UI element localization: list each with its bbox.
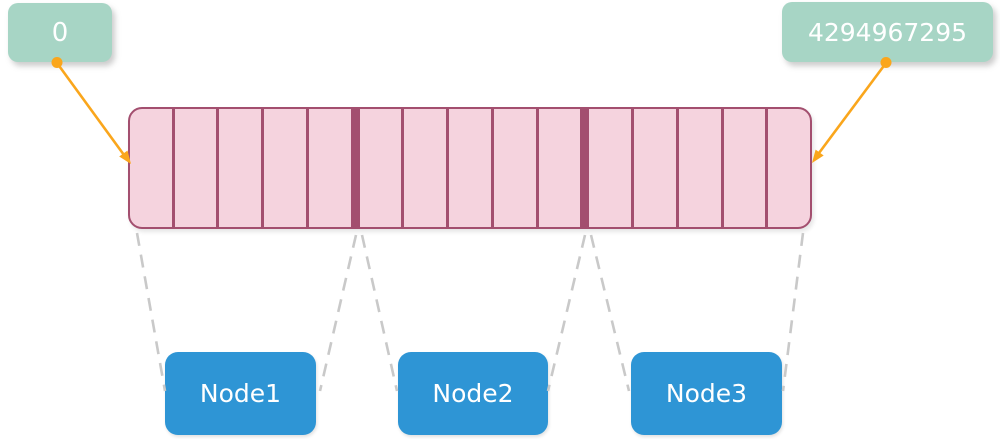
hash-slot bbox=[720, 109, 766, 227]
hash-slot bbox=[130, 109, 172, 227]
hash-slot bbox=[401, 109, 446, 227]
hash-slot bbox=[580, 109, 631, 227]
hash-slot bbox=[535, 109, 581, 227]
arrow-left-shaft bbox=[55, 62, 126, 156]
hash-slot bbox=[305, 109, 351, 227]
arrow-right-shaft bbox=[817, 62, 888, 154]
node-box-3: Node3 bbox=[631, 352, 782, 435]
hash-slot bbox=[350, 109, 402, 227]
hash-slot bbox=[765, 109, 810, 227]
connector-divider1-to-node1 bbox=[318, 234, 358, 392]
range-max-box: 4294967295 bbox=[782, 2, 993, 62]
node-box-2: Node2 bbox=[398, 352, 548, 435]
node-label: Node2 bbox=[432, 379, 514, 408]
hash-slot bbox=[675, 109, 721, 227]
connector-divider2-to-node3 bbox=[589, 234, 631, 392]
hash-slot bbox=[446, 109, 491, 227]
node-box-1: Node1 bbox=[165, 352, 316, 435]
connector-divider1-to-node2 bbox=[360, 234, 399, 392]
hash-slot bbox=[261, 109, 306, 227]
hash-slot bbox=[216, 109, 261, 227]
range-min-value: 0 bbox=[51, 17, 69, 48]
hash-slot bbox=[171, 109, 217, 227]
hash-slot bbox=[490, 109, 536, 227]
node-label: Node1 bbox=[199, 379, 282, 408]
arrow-right-head-icon bbox=[812, 149, 824, 163]
connector-bar-end-to-node3 bbox=[781, 232, 805, 392]
hash-bar bbox=[128, 107, 812, 229]
range-max-value: 4294967295 bbox=[807, 17, 968, 47]
connector-bar-start-to-node1 bbox=[135, 232, 167, 392]
range-min-box: 0 bbox=[8, 3, 112, 62]
node-label: Node3 bbox=[665, 379, 748, 408]
hash-slot bbox=[631, 109, 676, 227]
connector-divider2-to-node2 bbox=[546, 234, 587, 392]
